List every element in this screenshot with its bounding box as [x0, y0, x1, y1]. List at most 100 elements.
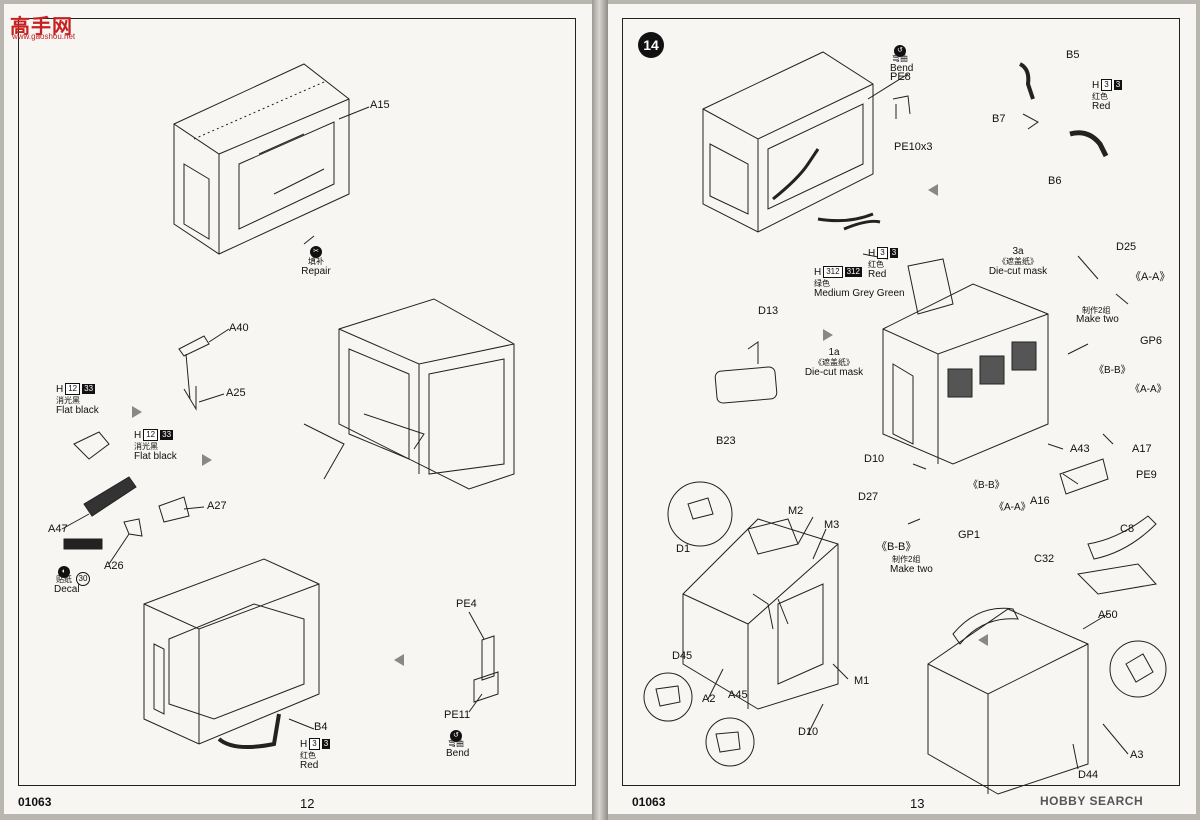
label-b6: B6: [1048, 175, 1062, 187]
paint-red-left-en: Red: [300, 760, 319, 771]
label-a15: A15: [370, 99, 390, 111]
label-b23: B23: [716, 435, 736, 447]
paint-code-white: 3: [1101, 79, 1112, 91]
paint-code-black: 33: [82, 384, 96, 394]
label-a25: A25: [226, 387, 246, 399]
left-page-number: 12: [300, 796, 315, 811]
section-aa-top: 《A-A》: [1130, 271, 1171, 283]
paint-code-red-left: H 3 3: [300, 738, 331, 750]
paint-code-black: 3: [321, 739, 331, 749]
decal-number: 30: [76, 572, 90, 586]
left-page-line-art: [61, 63, 515, 750]
label-b7: B7: [992, 113, 1006, 125]
paint-h: H: [300, 738, 308, 750]
label-pe4: PE4: [456, 598, 477, 610]
paint-grey-en: Medium Grey Green: [814, 288, 905, 299]
watermark-site-url: www.gaoshou.net: [12, 32, 76, 41]
bend-en-right: Bend: [890, 63, 914, 74]
label-m2: M2: [788, 505, 804, 517]
section-aa-3: 《A-A》: [994, 502, 1031, 513]
mask-1a-cn: 《遮盖纸》: [814, 358, 854, 367]
paint-h: H: [814, 266, 822, 278]
label-a17: A17: [1132, 443, 1152, 455]
label-a16: A16: [1030, 495, 1050, 507]
label-d1: D1: [676, 543, 691, 555]
label-b5: B5: [1066, 49, 1080, 61]
paint-h: H: [134, 429, 142, 441]
bend-icon: ↺: [450, 730, 462, 742]
right-page: 14 ↺ 弯曲 Bend PE8 PE10x3 B5 H 3 3 红色 Red …: [608, 4, 1196, 814]
label-a40: A40: [229, 322, 249, 334]
paint-h: H: [1092, 79, 1100, 91]
paint-code-black: 312: [844, 267, 862, 277]
paint-grey-cn: 绿色: [814, 279, 830, 288]
repair-en: Repair: [301, 266, 331, 277]
label-pe9: PE9: [1136, 469, 1157, 481]
label-d25: D25: [1116, 241, 1137, 253]
paint-code-flat-black-1: H 12 33: [56, 383, 96, 395]
decal-cn: 贴纸: [56, 575, 72, 584]
paint1-en: Flat black: [56, 405, 99, 416]
make-two-top-en: Make two: [1076, 314, 1119, 325]
mask-1a-num: 1a: [828, 347, 840, 358]
paint-code-white: 3: [877, 247, 888, 259]
paint-code-white: 3: [309, 738, 320, 750]
watermark-site-logo: 高手网: [10, 16, 73, 38]
paint-code-white: 312: [823, 266, 843, 278]
repair-note: ✂: [304, 240, 328, 258]
mask-1a-en: Die-cut mask: [804, 367, 864, 378]
right-page-line-art: [643, 51, 1167, 795]
bend-icon: ↺: [894, 45, 906, 57]
label-d27: D27: [858, 491, 879, 503]
paint-code-flat-black-2: H 12 33: [134, 429, 174, 441]
paint-red-left-cn: 红色: [300, 751, 316, 760]
paint-code-red-mid: H 3 3: [868, 247, 899, 259]
left-page: 高手网 www.gaoshou.net A15 ✂ 填补 Repair A40 …: [4, 4, 592, 814]
label-d10-upper: D10: [864, 453, 885, 465]
right-page-frame: [622, 18, 1180, 786]
label-b4: B4: [314, 721, 328, 733]
repair-icon: ✂: [310, 246, 322, 258]
decal-en: Decal: [54, 584, 80, 595]
label-gp1: GP1: [958, 529, 981, 541]
paint-red-mid-cn: 红色: [868, 260, 884, 269]
paint-h: H: [56, 383, 64, 395]
right-page-number: 13: [910, 796, 925, 811]
section-bb-2: 《B-B》: [968, 480, 1005, 491]
paint-red-mid-en: Red: [868, 269, 887, 280]
paint1-cn: 消光黑: [56, 396, 80, 405]
label-a47: A47: [48, 523, 68, 535]
paint-code-red-top: H 3 3: [1092, 79, 1123, 91]
mask-3a-en: Die-cut mask: [988, 266, 1048, 277]
label-pe8: PE8: [890, 71, 911, 83]
make-two-top-cn: 制作2组: [1082, 306, 1111, 315]
left-page-code: 01063: [18, 795, 52, 809]
label-a2: A2: [702, 693, 716, 705]
decal-note: ◐: [58, 560, 70, 578]
section-aa-2: 《A-A》: [1130, 384, 1167, 395]
make-two-mid-en: Make two: [890, 564, 933, 575]
paint-code-medium-grey-green: H 312 312: [814, 266, 862, 278]
label-a43: A43: [1070, 443, 1090, 455]
label-m1: M1: [854, 675, 870, 687]
bend-en-left: Bend: [446, 748, 470, 759]
label-a27: A27: [207, 500, 227, 512]
label-a50: A50: [1098, 609, 1118, 621]
label-d13: D13: [758, 305, 779, 317]
bend-note-right: ↺: [894, 39, 906, 57]
label-d10-lower: D10: [798, 726, 819, 738]
left-page-frame: [18, 18, 576, 786]
step-number: 14: [638, 32, 664, 58]
label-d45: D45: [672, 650, 693, 662]
mask-3a-cn: 《遮盖纸》: [998, 257, 1038, 266]
paint-h: H: [868, 247, 876, 259]
label-gp6: GP6: [1140, 335, 1163, 347]
mask-3a-num: 3a: [1012, 246, 1024, 257]
paint-code-black: 3: [1113, 80, 1123, 90]
paint-red-top-en: Red: [1092, 101, 1111, 112]
bend-cn-right: 弯曲: [892, 54, 908, 63]
section-bb-3: 《B-B》: [876, 541, 917, 553]
watermark-hobby-search: HOBBY SEARCH: [1040, 794, 1144, 808]
page-gutter: [592, 0, 608, 820]
paint2-cn: 消光黑: [134, 442, 158, 451]
